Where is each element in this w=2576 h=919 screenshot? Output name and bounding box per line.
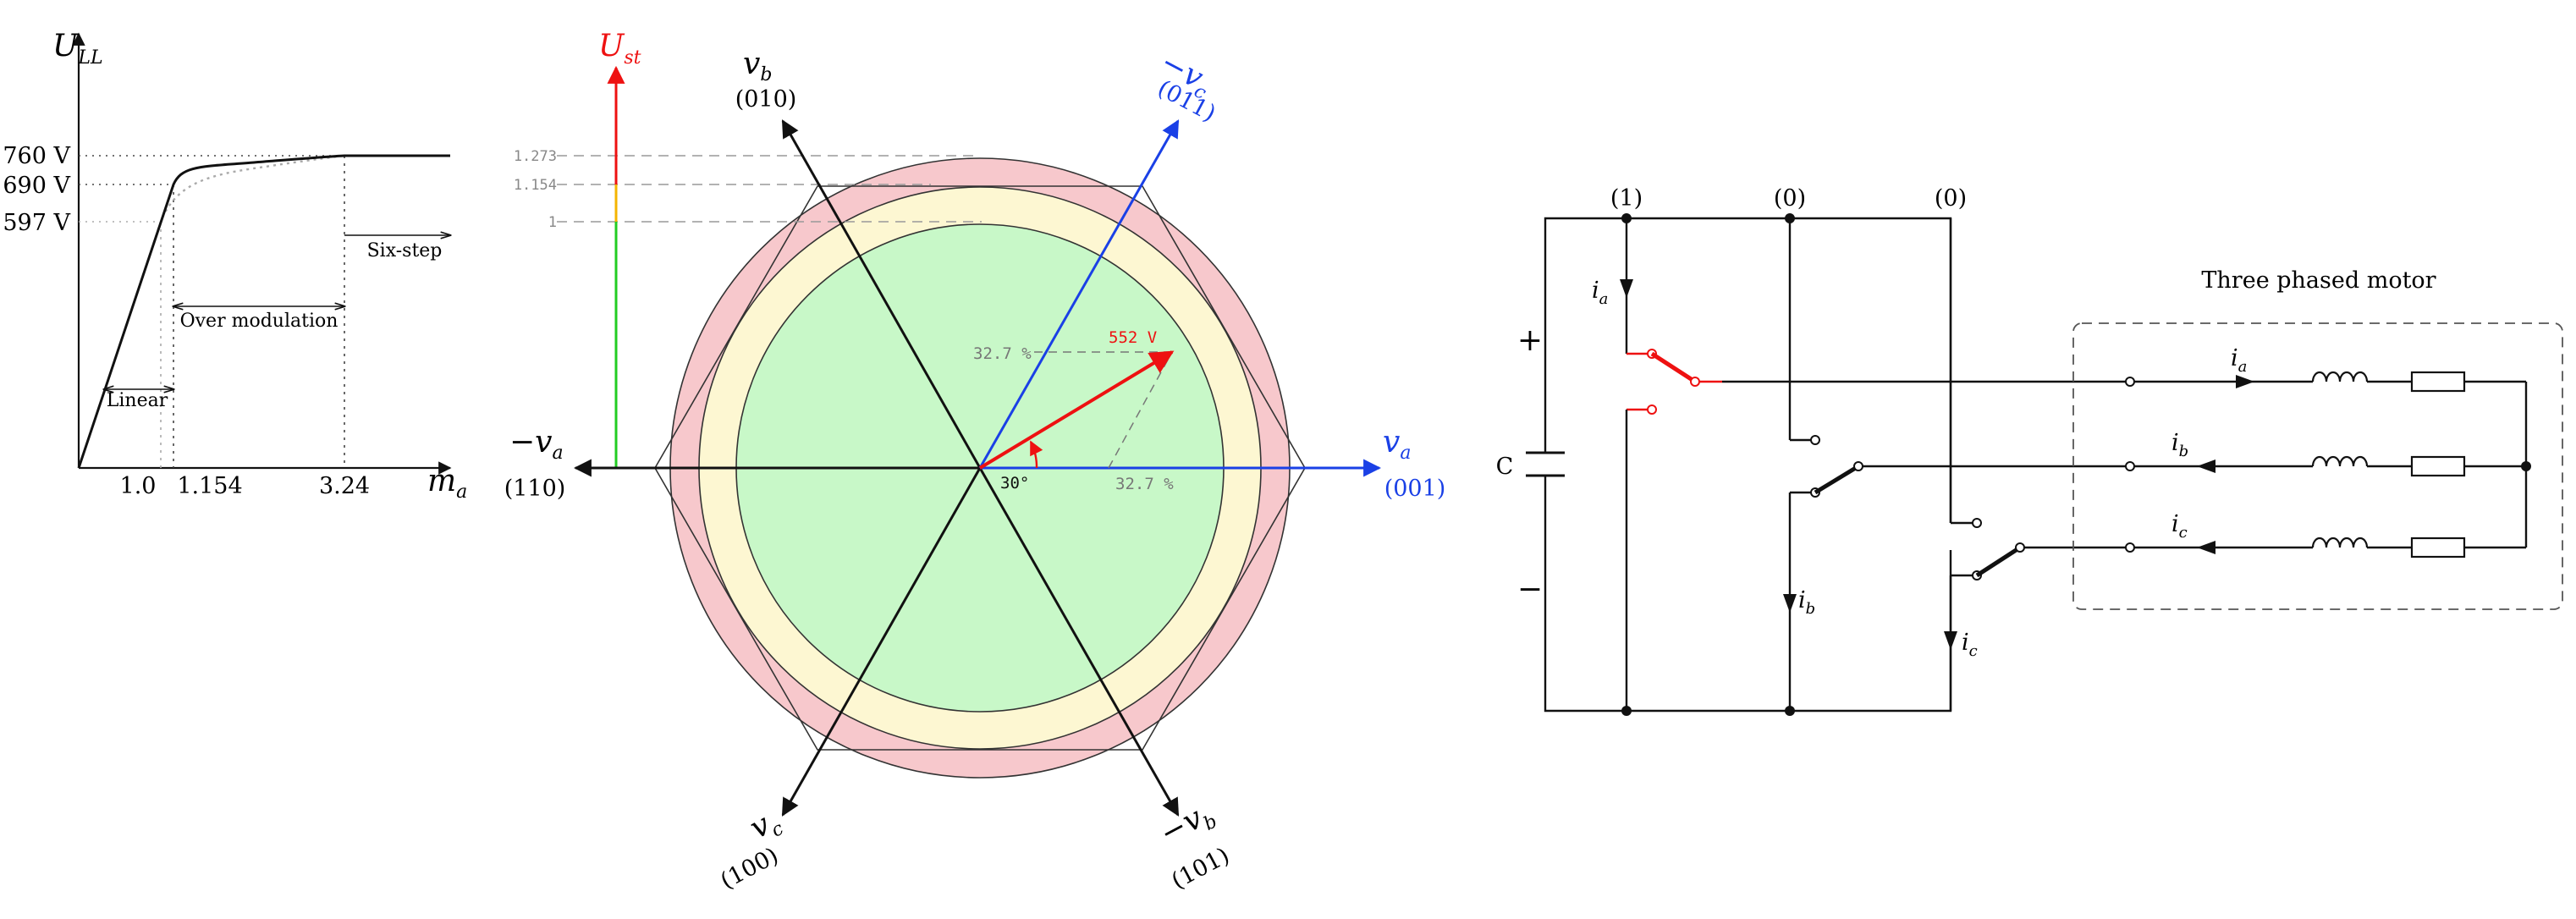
- motor-box: [2072, 322, 2563, 610]
- state-leg-c: (0): [1935, 185, 1967, 212]
- leg-a-switch-blade: [1650, 351, 1697, 384]
- svg-text:vc: vc: [745, 802, 787, 850]
- angle-label: 30°: [1000, 474, 1029, 493]
- phase-c-current: ic: [2171, 511, 2188, 542]
- resistor-c: [2410, 537, 2466, 559]
- angle-arc: [1029, 440, 1043, 469]
- plus-sign: +: [1517, 323, 1543, 358]
- plot-curve-dotted: [77, 154, 345, 469]
- region-over-label: Over modulation: [180, 311, 339, 332]
- level-1: 1: [548, 214, 557, 231]
- star-node: [2521, 461, 2531, 471]
- phase-c-arrow: [2197, 541, 2215, 554]
- xtick-324: 3.24: [319, 473, 370, 499]
- terminal-b: [2125, 461, 2135, 471]
- phase-b-arrow: [2197, 460, 2215, 473]
- svg-text:va: va: [1383, 425, 1411, 464]
- svg-text:−vb: −vb: [1154, 795, 1221, 856]
- svg-text:(101): (101): [1167, 843, 1234, 894]
- leg-b-pivot: [1853, 461, 1863, 471]
- ytick-597: 597 V: [3, 210, 70, 236]
- label-mvc: −vc (011): [1153, 45, 1220, 127]
- leg-c-contact-top: [1972, 518, 1982, 528]
- ust-label: Ust: [598, 29, 641, 69]
- axis-mvc: [978, 119, 1180, 469]
- leg-b-current-arrow: [1783, 594, 1797, 613]
- leg-a-current-label: ia: [1592, 278, 1608, 308]
- leg-b-switch-blade: [1814, 464, 1860, 495]
- label-vc: vc (100): [716, 802, 787, 894]
- reference-vector: [978, 350, 1175, 470]
- leg-a-current-arrow: [1620, 279, 1633, 298]
- motor-title: Three phased motor: [2201, 267, 2436, 294]
- resistor-a: [2410, 371, 2466, 393]
- svg-text:(100): (100): [716, 843, 783, 894]
- label-vb: vb (010): [735, 47, 797, 113]
- inductor-c: [2311, 537, 2369, 548]
- svg-text:vb: vb: [743, 47, 772, 85]
- leg-c-current-label: ic: [1962, 630, 1978, 660]
- terminal-a: [2125, 377, 2135, 387]
- leg-a-pivot: [1690, 377, 1700, 387]
- pct-bottom: 32.7 %: [1115, 475, 1174, 493]
- svg-text:(001): (001): [1384, 476, 1446, 502]
- modulation-plot: ULL ma 760 V 690 V 597 V 1.0 1.154 3.24 …: [3, 29, 467, 503]
- svg-text:(010): (010): [735, 86, 797, 113]
- plot-curve-main: [77, 154, 450, 469]
- axis-vc: [781, 467, 982, 817]
- xtick-10: 1.0: [120, 473, 157, 499]
- inductor-a: [2311, 371, 2369, 382]
- terminal-c: [2125, 542, 2135, 553]
- leg-c-switch-blade: [1975, 545, 2022, 578]
- inductor-b: [2311, 455, 2369, 467]
- region-linear-label: Linear: [107, 390, 168, 411]
- level-1273: 1.273: [514, 148, 557, 165]
- axis-vb: [781, 119, 982, 469]
- label-mva: −va (110): [504, 425, 566, 502]
- svg-text:(110): (110): [504, 476, 566, 502]
- minus-sign: −: [1517, 572, 1543, 607]
- leg-b-contact-top: [1810, 435, 1820, 445]
- dc-bus-bottom: [1544, 476, 1952, 713]
- region-sixstep-label: Six-step: [367, 240, 443, 261]
- pct-left: 32.7 %: [973, 344, 1032, 363]
- dc-bus-top: [1544, 217, 1952, 523]
- vector-value: 552 V: [1109, 328, 1157, 347]
- ytick-690: 690 V: [3, 173, 70, 199]
- resistor-b: [2410, 455, 2466, 477]
- level-1154: 1.154: [514, 177, 557, 194]
- motor: Three phased motor ia ib ic: [2072, 267, 2563, 610]
- ytick-760: 760 V: [3, 143, 70, 169]
- plot-ylabel: ULL: [52, 29, 103, 69]
- space-vector-diagram: 1.273 1.154 1 Ust 552 V 32.7 % 32.7 % 30…: [504, 29, 1446, 894]
- axis-mvb: [978, 467, 1180, 817]
- phase-a-current: ia: [2231, 345, 2247, 376]
- phase-a-arrow: [2236, 375, 2254, 388]
- phase-b-current: ib: [2171, 430, 2188, 460]
- plot-xlabel: ma: [427, 464, 467, 503]
- state-leg-a: (1): [1610, 185, 1643, 212]
- leg-c-current-arrow: [1944, 631, 1957, 650]
- label-mvb: −vb (101): [1154, 795, 1234, 894]
- leg-c-pivot: [2015, 542, 2025, 553]
- leg-b-current-label: ib: [1798, 587, 1815, 618]
- xtick-1154: 1.154: [177, 473, 242, 499]
- leg-a-contact-bottom: [1647, 404, 1657, 415]
- state-leg-b: (0): [1774, 185, 1806, 212]
- label-va: va (001): [1383, 425, 1445, 502]
- capacitor-label: C: [1496, 454, 1514, 480]
- svg-text:−va: −va: [509, 425, 564, 464]
- proj-bottom: [1108, 351, 1173, 469]
- inverter-circuit: C + − (1) (0) (0) ia ib: [1496, 185, 2126, 716]
